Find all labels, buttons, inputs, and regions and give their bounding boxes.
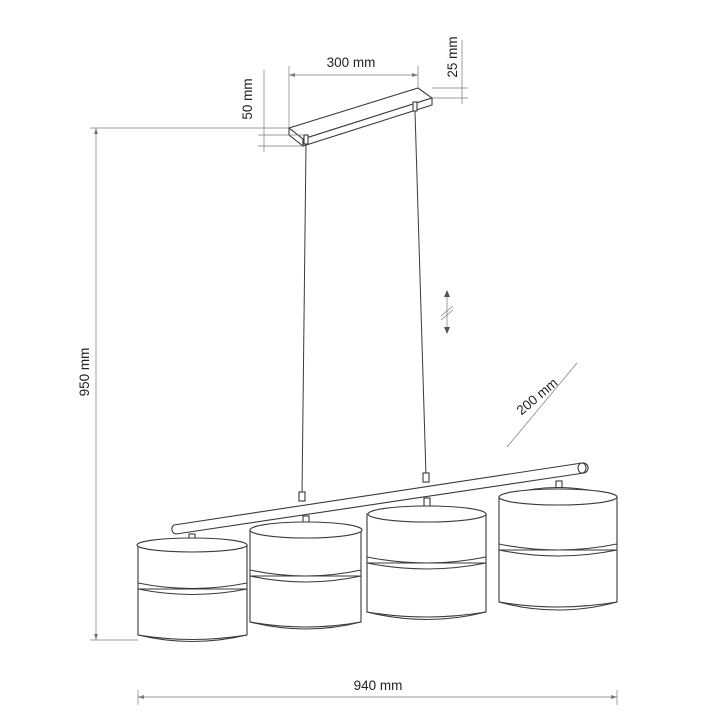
dimension-label-total-width: 940 mm — [354, 678, 403, 693]
lamp-shade-4 — [498, 480, 618, 611]
lamp-shade-1 — [136, 533, 248, 642]
lamp-shade-3 — [366, 497, 487, 621]
horizontal-bar — [171, 462, 589, 535]
dimension-canopy-length: 300 mm — [288, 55, 419, 128]
suspension-cables — [298, 110, 430, 502]
dimension-label-shade-diameter: 200 mm — [514, 375, 561, 418]
dimension-label-canopy-length: 300 mm — [327, 55, 376, 70]
adjustable-length-marker — [440, 290, 454, 334]
ceiling-canopy — [287, 87, 434, 148]
dimension-total-width: 940 mm — [137, 678, 618, 705]
dimension-label-canopy-height: 50 mm — [240, 78, 255, 119]
dimension-label-canopy-depth: 25 mm — [445, 36, 460, 77]
dimension-canopy-depth: 25 mm — [432, 36, 468, 104]
dimension-canopy-height: 50 mm — [240, 70, 304, 152]
dimension-label-total-height: 950 mm — [77, 348, 92, 397]
dimension-total-height: 950 mm — [77, 127, 289, 641]
dimension-shade-diameter: 200 mm — [506, 362, 578, 448]
lamp-shade-2 — [249, 515, 363, 630]
